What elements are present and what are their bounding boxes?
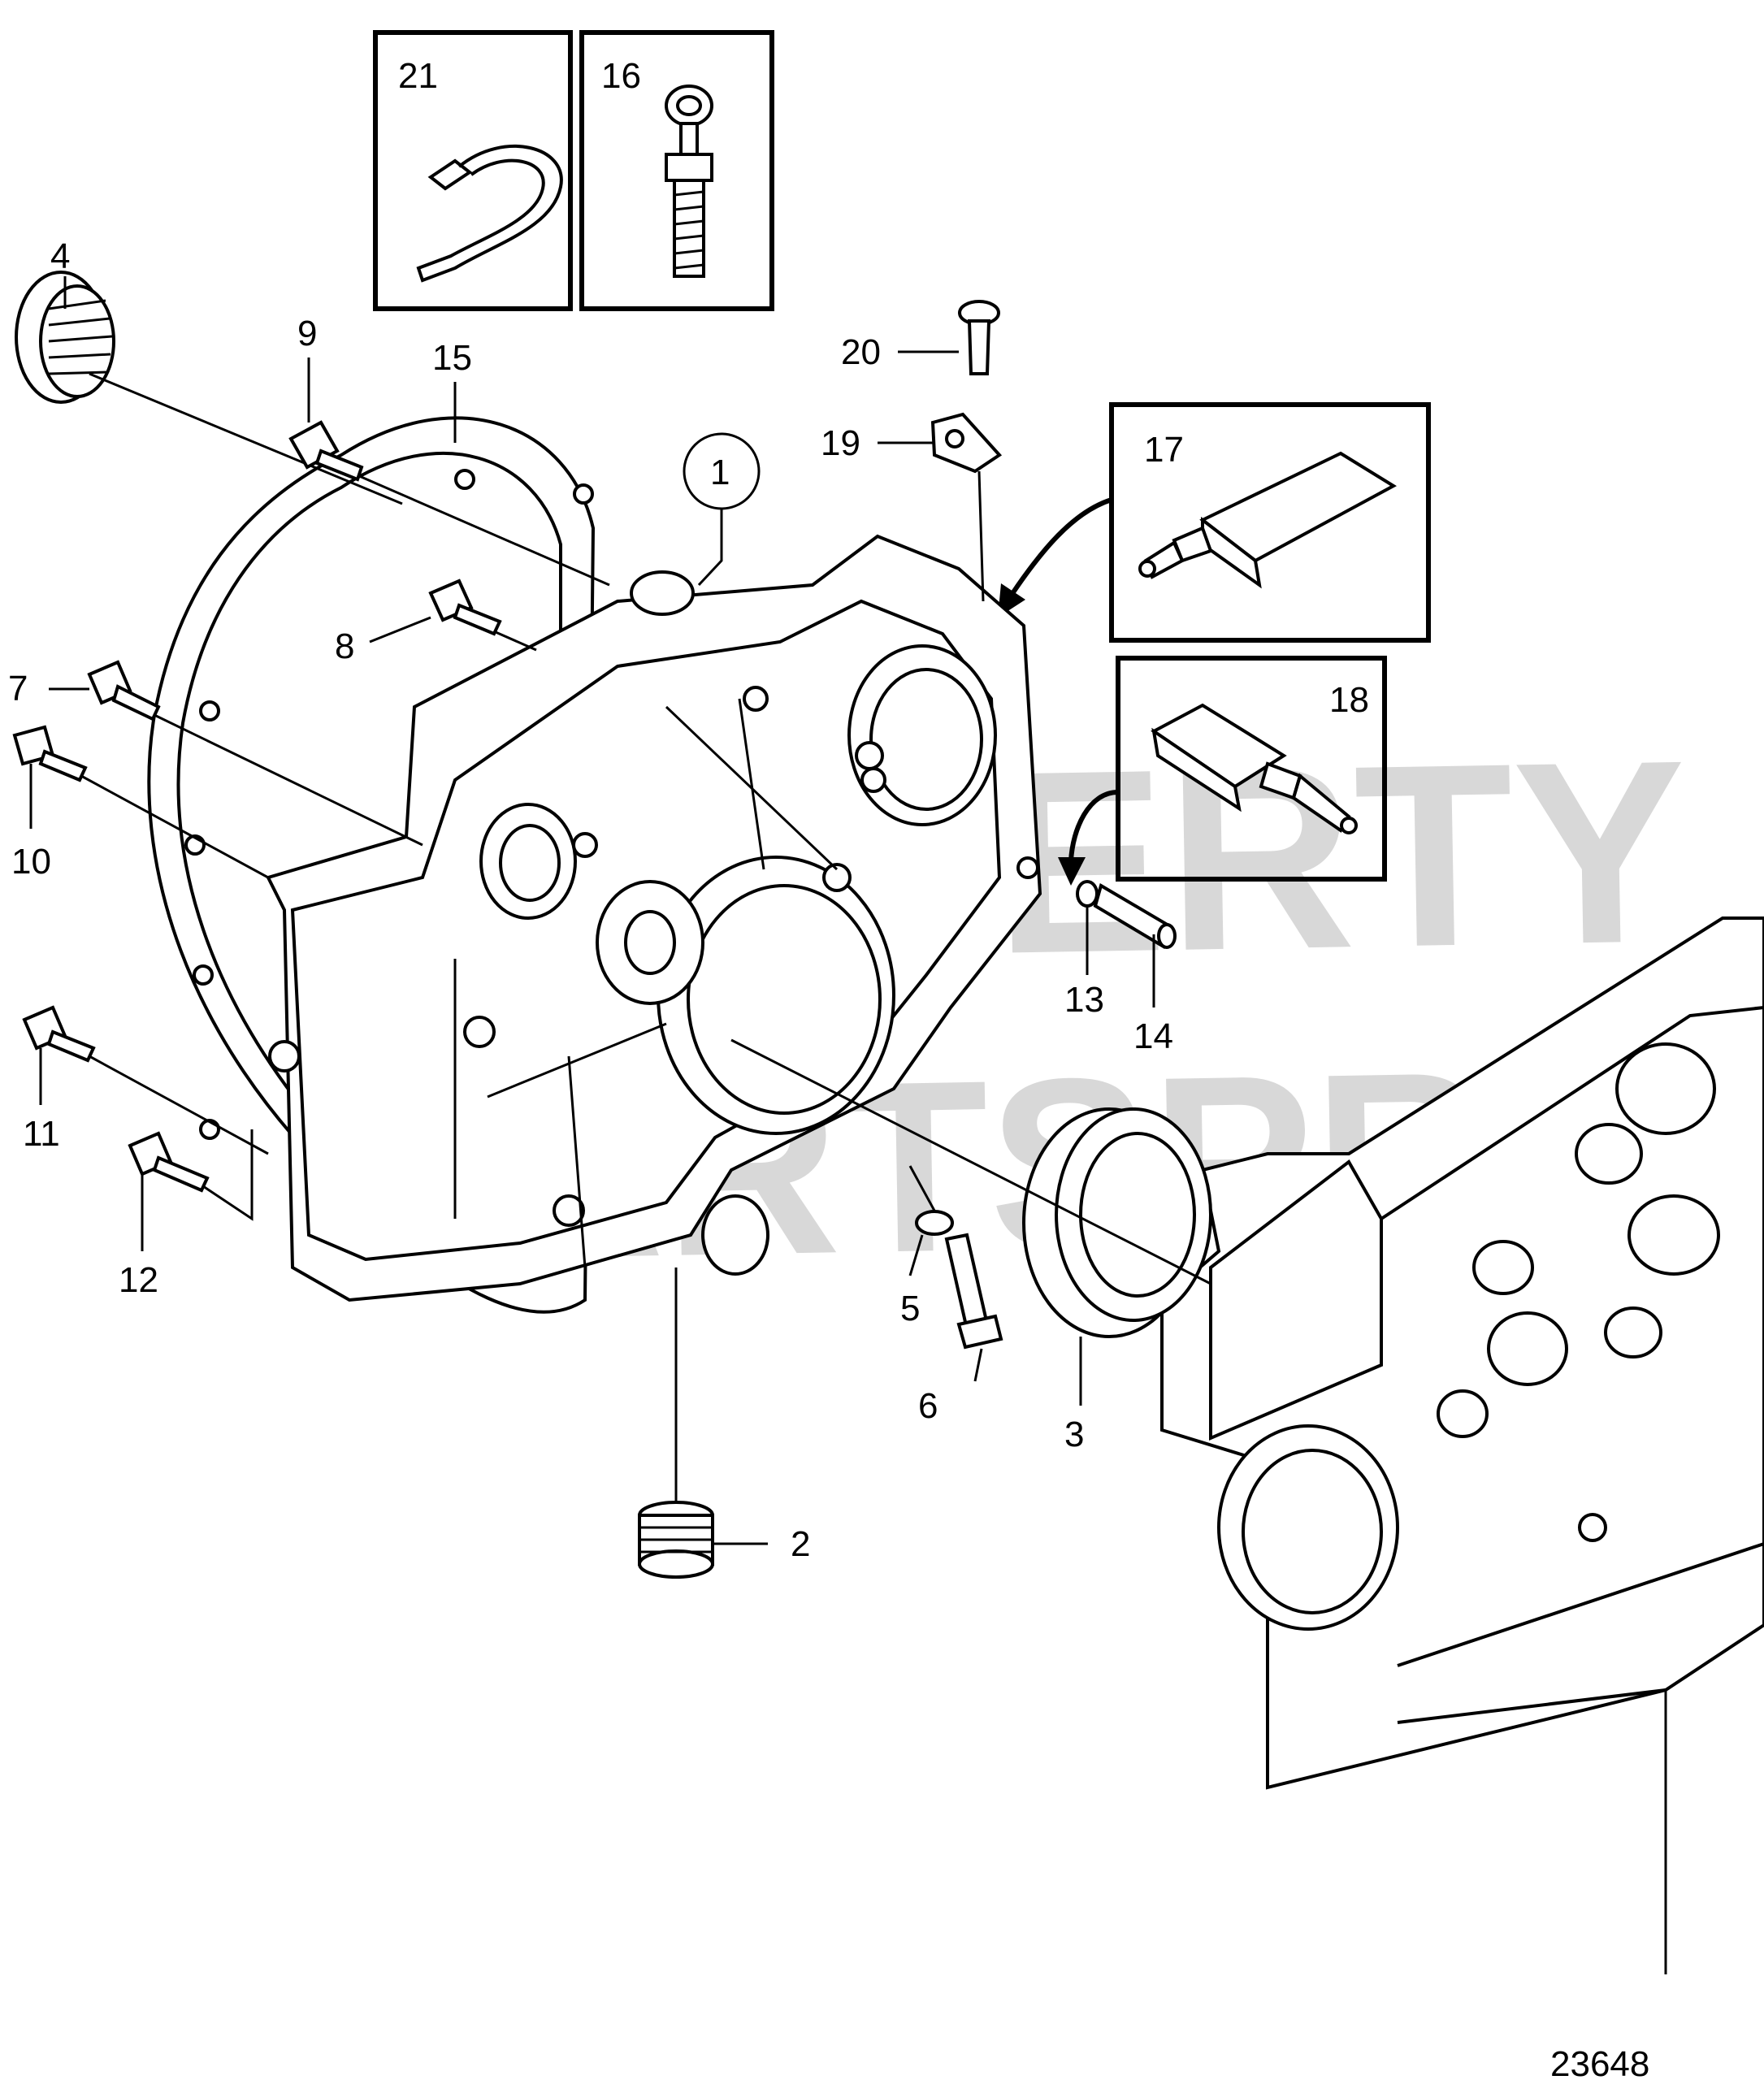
arrow-sealant-b <box>1068 790 1119 862</box>
part-12-bolt <box>128 1131 210 1193</box>
label-20: 20 <box>841 332 881 372</box>
inset-box-sealant-a: 17 <box>1109 402 1431 643</box>
label-7: 7 <box>8 669 28 708</box>
inset-box-cable-tie: 21 <box>373 30 573 311</box>
part-2-plug <box>638 1501 714 1579</box>
leader-2 <box>674 1268 768 1545</box>
leader-4 <box>63 276 403 505</box>
leader-6 <box>973 1348 983 1382</box>
arrow-sealant-a <box>1009 497 1112 596</box>
part-13-washer <box>1076 880 1099 908</box>
part-9-bolt <box>288 420 364 482</box>
cable-tie-icon <box>416 144 563 283</box>
part-10-bolt <box>12 725 88 782</box>
part-3-seal <box>1022 1107 1212 1338</box>
leader-7 <box>49 687 423 847</box>
label-15: 15 <box>432 338 472 378</box>
part-20-bolt <box>958 300 1000 375</box>
part-5-washer <box>915 1210 954 1236</box>
part-6-bolt <box>944 1233 1003 1350</box>
label-9: 9 <box>297 314 317 353</box>
inset-label-18: 18 <box>1329 680 1369 720</box>
label-14: 14 <box>1133 1016 1173 1056</box>
label-8: 8 <box>335 626 354 666</box>
part-11-bolt <box>22 1005 96 1063</box>
leader-5 <box>908 1165 936 1276</box>
leader-9 <box>307 358 610 587</box>
label-12: 12 <box>119 1260 158 1300</box>
leader-10 <box>29 764 269 879</box>
inset-box-sealant-b: 18 <box>1116 656 1387 882</box>
label-2: 2 <box>791 1524 810 1564</box>
label-11: 11 <box>23 1114 60 1154</box>
part-4-plug <box>15 271 115 404</box>
engine-block <box>1160 916 1764 1974</box>
part-19-bracket <box>930 412 1003 474</box>
sealant-tube-icon-b <box>1151 703 1358 834</box>
inset-label-21: 21 <box>398 56 438 96</box>
arrow-head-sealant-b <box>1058 857 1086 886</box>
label-5: 5 <box>900 1289 920 1328</box>
callout-label-1: 1 <box>710 453 730 492</box>
figure-number: 23648 <box>1550 2044 1649 2084</box>
part-7-bolt <box>87 660 161 722</box>
label-13: 13 <box>1064 980 1104 1020</box>
flywheel-housing <box>266 534 1042 1302</box>
inset-label-17: 17 <box>1144 430 1184 470</box>
lifting-eye-icon <box>665 84 713 278</box>
part-8-bolt <box>428 578 502 636</box>
label-3: 3 <box>1064 1415 1084 1454</box>
part-14-pin <box>1093 882 1177 950</box>
leader-3 <box>730 1038 1211 1406</box>
inset-label-16: 16 <box>601 56 641 96</box>
leader-11 <box>39 1048 269 1155</box>
label-4: 4 <box>50 236 70 276</box>
label-10: 10 <box>11 842 51 882</box>
label-6: 6 <box>918 1386 938 1426</box>
leader-19 <box>878 441 985 602</box>
leader-1 <box>697 509 723 587</box>
leader-12 <box>141 1129 254 1251</box>
sealant-tube-icon-a <box>1138 451 1397 589</box>
leader-8 <box>369 616 537 652</box>
label-19: 19 <box>821 423 860 463</box>
inset-box-lifting-eye: 16 <box>579 30 774 311</box>
